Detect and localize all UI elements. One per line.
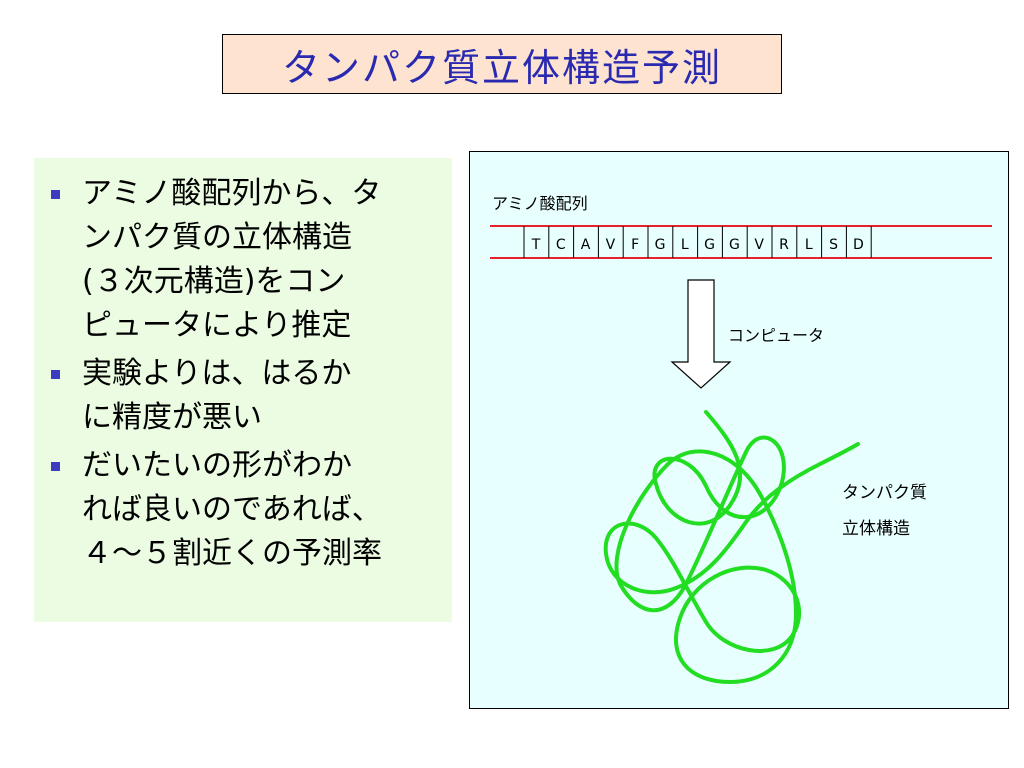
sequence-residue: L <box>804 237 813 253</box>
sequence-residue: C <box>555 237 566 253</box>
down-arrow-icon <box>670 279 732 389</box>
slide-title-box: タンパク質立体構造予測 <box>222 34 782 94</box>
bullet-panel: アミノ酸配列から、タ ンパク質の立体構造 (３次元構造)をコン ピュータにより推… <box>34 158 452 622</box>
bullet-item: 実験よりは、はるか に精度が悪い <box>34 352 452 440</box>
sequence-dividers <box>523 226 872 258</box>
sequence-residue: V <box>754 237 764 253</box>
sequence-residue: A <box>580 237 591 253</box>
sequence-residue: F <box>631 237 640 253</box>
sequence-residue: L <box>680 237 689 253</box>
diagram-graphics <box>490 225 992 684</box>
computer-label: コンピュータ <box>728 326 825 345</box>
sequence-residue: G <box>654 237 666 253</box>
bullet-item: アミノ酸配列から、タ ンパク質の立体構造 (３次元構造)をコン ピュータにより推… <box>34 172 452 348</box>
slide-title: タンパク質立体構造予測 <box>281 45 722 90</box>
sequence-residue: S <box>829 237 839 253</box>
bullet-list: アミノ酸配列から、タ ンパク質の立体構造 (３次元構造)をコン ピュータにより推… <box>34 172 452 580</box>
sequence-residue: T <box>531 237 541 253</box>
bullet-text: 実験よりは、はるか に精度が悪い <box>82 356 352 435</box>
sequence-label: アミノ酸配列 <box>492 194 588 213</box>
bullet-item: だいたいの形がわか れば良いのであれば、 ４～５割近くの予測率 <box>34 444 452 576</box>
bullet-text: だいたいの形がわか れば良いのであれば、 ４～５割近くの予測率 <box>82 448 382 571</box>
square-bullet-icon <box>51 370 60 379</box>
bullet-text: アミノ酸配列から、タ ンパク質の立体構造 (３次元構造)をコン ピュータにより推… <box>82 176 382 343</box>
structure-label-line2: 立体構造 <box>842 519 910 539</box>
sequence-residue: G <box>704 237 716 253</box>
square-bullet-icon <box>51 462 60 471</box>
sequence-residue: V <box>605 237 616 253</box>
sequence-residue: R <box>779 237 789 253</box>
sequence-residue: G <box>728 237 740 253</box>
protein-chain-icon <box>603 410 860 684</box>
sequence-residue: D <box>853 237 864 253</box>
structure-label-line1: タンパク質 <box>842 483 927 503</box>
square-bullet-icon <box>51 190 60 199</box>
